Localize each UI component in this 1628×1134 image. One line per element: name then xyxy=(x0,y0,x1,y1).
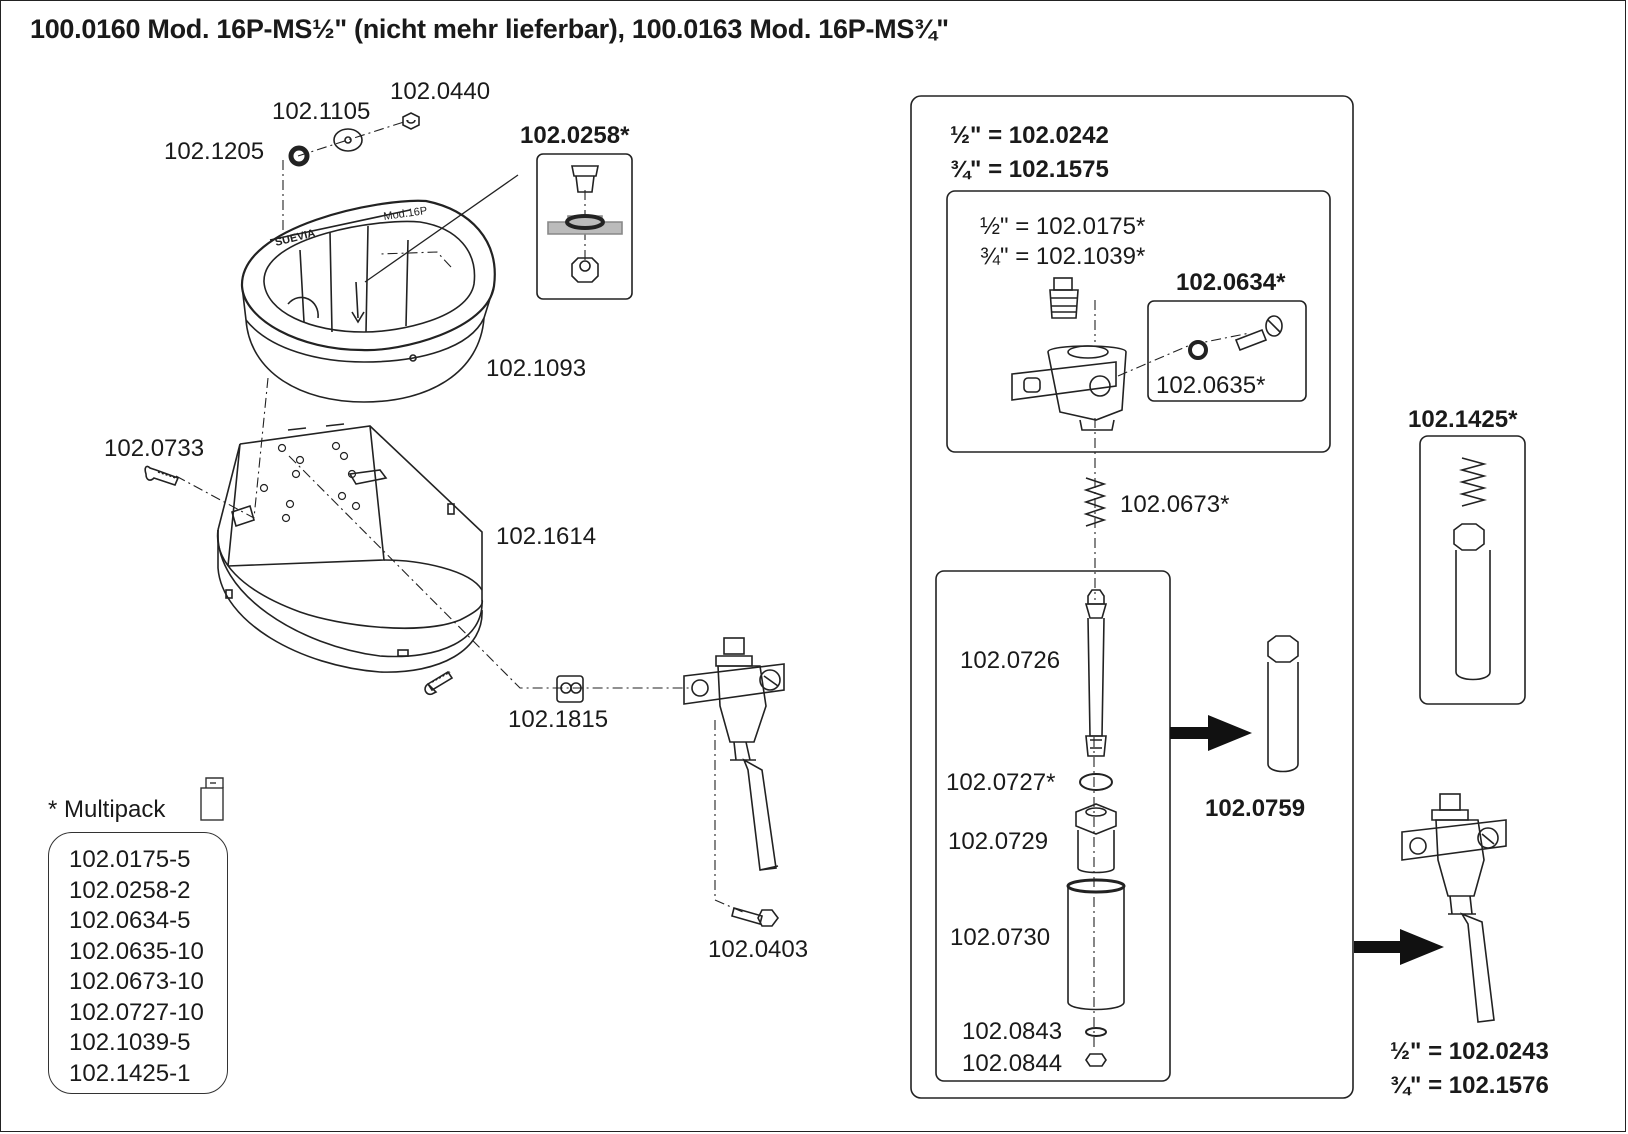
multipack-item: 102.0673-10 xyxy=(69,968,204,995)
clip-nut-1815-icon xyxy=(556,675,584,703)
screw-0634-drawing xyxy=(1188,315,1283,360)
label-part-0733: 102.0733 xyxy=(104,435,205,462)
assembled-tube-0759-drawing xyxy=(1267,635,1299,773)
multipack-heading: * Multipack xyxy=(48,796,166,823)
bowl-1093-drawing xyxy=(240,199,496,403)
page-title: 100.0160 Mod. 16P-MS½" (nicht mehr liefe… xyxy=(30,14,949,44)
label-part-0175: ½" = 102.0175* xyxy=(980,213,1146,240)
label-part-1425: 102.1425* xyxy=(1408,406,1518,433)
nut-0440-icon xyxy=(402,112,420,130)
label-part-0844: 102.0844 xyxy=(962,1050,1063,1077)
label-part-0759: 102.0759 xyxy=(1205,795,1306,822)
label-part-0727: 102.0727* xyxy=(946,769,1056,796)
carriage-bolt-0733-icon xyxy=(144,465,180,486)
label-part-1575: ¾" = 102.1575 xyxy=(950,156,1109,183)
bracket-1614-drawing xyxy=(216,423,484,673)
valve-head-body-drawing xyxy=(1011,345,1127,431)
nut-0844-icon xyxy=(1085,1053,1107,1067)
valve-assembly-group-box xyxy=(910,95,1354,1099)
label-part-1205: 102.1205 xyxy=(164,138,265,165)
label-part-0729: 102.0729 xyxy=(948,828,1049,855)
spring-1425-drawing xyxy=(1453,457,1491,681)
multipack-item: 102.0727-10 xyxy=(69,998,204,1026)
plug-0175-drawing xyxy=(1049,277,1079,319)
label-part-1576: ¾" = 102.1576 xyxy=(1390,1072,1549,1099)
screw-0634-detail-box xyxy=(1147,300,1307,402)
label-part-0726: 102.0726 xyxy=(960,647,1061,674)
multipack-item: 102.0175-5 xyxy=(69,846,191,873)
label-part-0258: 102.0258* xyxy=(520,122,630,149)
label-part-0730: 102.0730 xyxy=(950,924,1051,951)
label-part-0635: 102.0635* xyxy=(1156,372,1266,399)
washer-0843-icon xyxy=(1085,1027,1107,1037)
seal-0727-icon xyxy=(1079,773,1113,791)
screw-set-0258-box xyxy=(536,153,633,300)
valve-assembly-right-drawing xyxy=(1401,793,1507,1023)
multipack-box-icon xyxy=(200,777,224,821)
sleeve-0730-drawing xyxy=(1066,878,1126,1011)
stem-subgroup-box xyxy=(935,570,1171,1082)
stem-0726-drawing xyxy=(1084,589,1108,757)
label-part-1093: 102.1093 xyxy=(486,355,587,382)
hex-bolt-0403-icon xyxy=(731,907,779,927)
label-part-0403: 102.0403 xyxy=(708,936,809,963)
washer-1105-icon xyxy=(333,128,363,152)
label-part-1105: 102.1105 xyxy=(272,98,371,125)
label-part-0440: 102.0440 xyxy=(390,78,491,105)
label-part-0242: ½" = 102.0242 xyxy=(950,122,1109,149)
multipack-item: 102.0258-2 xyxy=(69,876,191,904)
multipack-item: 102.0635-10 xyxy=(69,937,204,965)
label-part-0243: ½" = 102.0243 xyxy=(1390,1038,1549,1065)
nut-0729-drawing xyxy=(1075,803,1117,874)
label-part-0634: 102.0634* xyxy=(1176,269,1286,296)
arrow-to-0243-icon xyxy=(1354,929,1444,965)
valve-assembly-left-drawing xyxy=(683,637,785,871)
screw-set-0258-drawing xyxy=(547,165,623,283)
multipack-item: 102.0634-5 xyxy=(69,907,191,934)
bowl-model-text: Mod.16P xyxy=(383,205,428,223)
valve-head-subgroup-box xyxy=(946,190,1331,453)
multipack-item: 102.1425-1 xyxy=(69,1059,191,1087)
multipack-list: 102.0175-5 102.0258-2 102.0634-5 102.063… xyxy=(48,832,228,1094)
spring-1425-box xyxy=(1419,435,1526,705)
label-part-0673: 102.0673* xyxy=(1120,491,1230,518)
washer-1205-icon xyxy=(288,145,310,167)
label-part-1614: 102.1614 xyxy=(496,523,597,550)
label-part-1815: 102.1815 xyxy=(508,706,609,733)
carriage-bolt-lower-icon xyxy=(424,670,454,696)
assembly-lines xyxy=(175,119,1251,1050)
label-part-1039: ¾" = 102.1039* xyxy=(980,243,1146,270)
multipack-item: 102.1039-5 xyxy=(69,1029,191,1056)
label-part-0843: 102.0843 xyxy=(962,1018,1063,1045)
arrow-to-0759-icon xyxy=(1170,715,1252,751)
spring-0673-icon xyxy=(1083,477,1107,527)
